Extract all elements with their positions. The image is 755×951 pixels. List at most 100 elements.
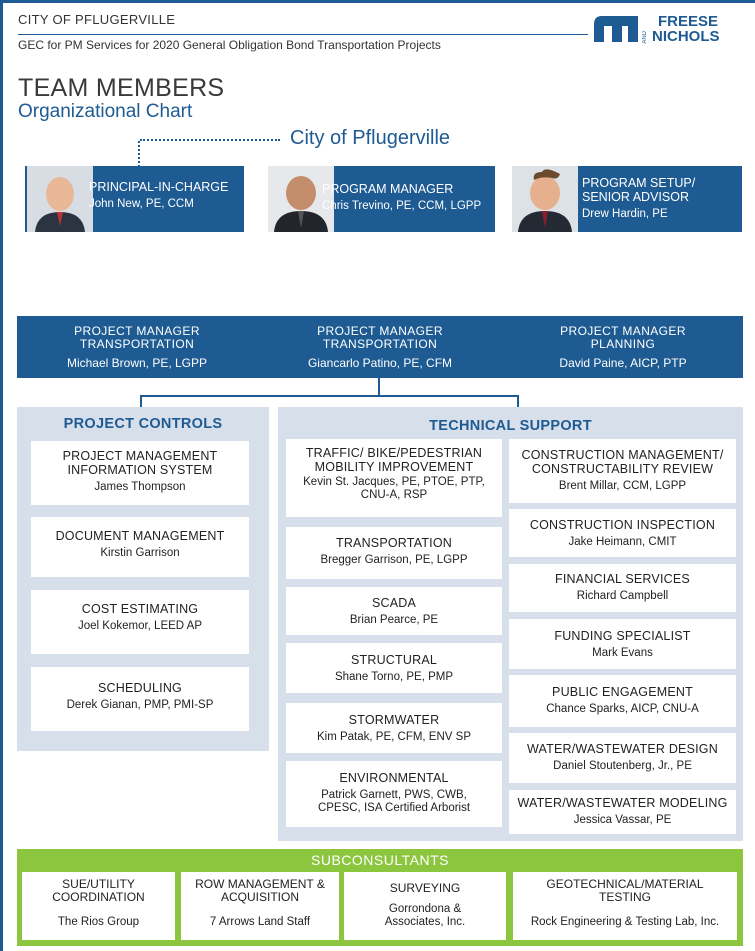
leader-name: Drew Hardin, PE — [582, 208, 668, 220]
header-city: CITY OF PFLUGERVILLE — [18, 12, 176, 27]
card-heading: FINANCIAL SERVICES — [555, 572, 690, 586]
leader-senior-advisor: PROGRAM SETUP/ SENIOR ADVISOR Drew Hardi… — [512, 166, 742, 232]
card-heading: WATER/WASTEWATER DESIGN — [527, 742, 718, 756]
card-heading: TRANSPORTATION — [335, 536, 452, 550]
card-name: Shane Torno, PE, PMP — [334, 671, 454, 683]
card-cost-estimating: COST ESTIMATING Joel Kokemor, LEED AP — [31, 590, 249, 654]
card-name: Mark Evans — [592, 647, 653, 659]
sub-card-name: The Rios Group — [57, 916, 140, 928]
card-stormwater: STORMWATER Kim Patak, PE, CFM, ENV SP — [286, 703, 502, 753]
card-name: Kirstin Garrison — [100, 547, 180, 559]
sub-card-surveying: SURVEYING Gorrondona & Associates, Inc. — [344, 872, 506, 940]
card-name-line2: CNU-A, RSP — [360, 489, 428, 501]
card-traffic: TRAFFIC/ BIKE/PEDESTRIAN MOBILITY IMPROV… — [286, 439, 502, 517]
project-controls-panel: PROJECT CONTROLS PROJECT MANAGEMENT INFO… — [17, 407, 269, 751]
card-scada: SCADA Brian Pearce, PE — [286, 587, 502, 635]
client-label: City of Pflugerville — [290, 127, 451, 149]
card-heading: DOCUMENT MANAGEMENT — [55, 529, 225, 543]
card-name: Chance Sparks, AICP, CNU-A — [546, 703, 699, 715]
sub-card-heading: ROW MANAGEMENT & — [195, 877, 325, 891]
sub-card-sue-utility: SUE/UTILITY COORDINATION The Rios Group — [22, 872, 175, 940]
header-rule — [18, 34, 588, 35]
card-name-line2: CPESC, ISA Certified Arborist — [317, 802, 471, 814]
sub-card-heading-line2: COORDINATION — [52, 890, 145, 904]
card-transportation: TRANSPORTATION Bregger Garrison, PE, LGP… — [286, 527, 502, 579]
card-heading: CONSTRUCTION MANAGEMENT/ — [521, 448, 724, 462]
project-manager-2: PROJECT MANAGER TRANSPORTATION Giancarlo… — [260, 325, 500, 370]
sub-card-name-line2: Associates, Inc. — [384, 916, 466, 928]
subconsultants-band: SUBCONSULTANTS SUE/UTILITY COORDINATION … — [17, 849, 743, 946]
project-managers-bar: PROJECT MANAGER TRANSPORTATION Michael B… — [17, 316, 743, 378]
card-heading: STRUCTURAL — [350, 653, 438, 667]
card-pmis: PROJECT MANAGEMENT INFORMATION SYSTEM Ja… — [31, 441, 249, 505]
card-heading: CONSTRUCTION INSPECTION — [529, 518, 716, 532]
sub-card-heading: SURVEYING — [389, 881, 461, 895]
freese-nichols-logo: FREESE AND NICHOLS — [592, 12, 742, 46]
pm-role-line2: PLANNING — [590, 337, 656, 351]
card-construction-management: CONSTRUCTION MANAGEMENT/ CONSTRUCTABILIT… — [509, 439, 736, 503]
sub-card-heading-line2: ACQUISITION — [220, 890, 299, 904]
card-heading: TRAFFIC/ BIKE/PEDESTRIAN — [305, 446, 483, 460]
connector-horizontal — [140, 395, 519, 397]
leader-role-line2: SENIOR ADVISOR — [582, 190, 689, 204]
card-name: Brian Pearce, PE — [349, 614, 439, 626]
project-manager-1: PROJECT MANAGER TRANSPORTATION Michael B… — [17, 325, 257, 370]
card-heading: WATER/WASTEWATER MODELING — [517, 796, 728, 810]
pm-role-line1: PROJECT MANAGER — [317, 324, 443, 338]
card-name: Derek Gianan, PMP, PMI-SP — [66, 699, 214, 711]
card-name: Jessica Vassar, PE — [573, 814, 672, 826]
card-document-management: DOCUMENT MANAGEMENT Kirstin Garrison — [31, 517, 249, 577]
card-heading: PROJECT MANAGEMENT — [62, 449, 218, 463]
card-name: Brent Millar, CCM, LGPP — [558, 480, 687, 492]
sub-card-heading: GEOTECHNICAL/MATERIAL — [546, 877, 704, 891]
card-name: Richard Campbell — [576, 590, 669, 602]
subconsultants-title: SUBCONSULTANTS — [311, 852, 449, 868]
card-heading: ENVIRONMENTAL — [339, 771, 449, 785]
connector-right-drop — [517, 395, 519, 407]
card-structural: STRUCTURAL Shane Torno, PE, PMP — [286, 643, 502, 693]
pm-role-line1: PROJECT MANAGER — [560, 324, 686, 338]
sub-card-name: 7 Arrows Land Staff — [209, 916, 311, 928]
senior-advisor-photo — [512, 166, 578, 232]
pm-role-line1: PROJECT MANAGER — [74, 324, 200, 338]
card-heading-line2: MOBILITY IMPROVEMENT — [314, 460, 474, 474]
pm-role-line2: TRANSPORTATION — [322, 337, 438, 351]
card-name: Daniel Stoutenberg, Jr., PE — [553, 760, 692, 772]
dotted-connector-h — [140, 139, 280, 141]
leader-name: Chris Trevino, PE, CCM, LGPP — [322, 200, 482, 212]
leader-role: PROGRAM MANAGER — [322, 182, 454, 196]
card-heading-line2: INFORMATION SYSTEM — [67, 463, 213, 477]
pm-name: Giancarlo Patino, PE, CFM — [307, 356, 453, 370]
card-funding-specialist: FUNDING SPECIALIST Mark Evans — [509, 619, 736, 669]
card-heading: SCADA — [371, 596, 417, 610]
header-subtitle: GEC for PM Services for 2020 General Obl… — [18, 38, 441, 52]
technical-support-title: TECHNICAL SUPPORT — [429, 418, 592, 434]
card-financial-services: FINANCIAL SERVICES Richard Campbell — [509, 564, 736, 612]
card-heading: PUBLIC ENGAGEMENT — [552, 685, 693, 699]
sub-card-heading-line2: TESTING — [598, 890, 651, 904]
page-subtitle: Organizational Chart — [18, 101, 193, 122]
pm-name: David Paine, AICP, PTP — [559, 356, 687, 370]
pm-name: Michael Brown, PE, LGPP — [66, 356, 208, 370]
card-name: Patrick Garnett, PWS, CWB, — [321, 789, 467, 801]
page-title: TEAM MEMBERS — [18, 74, 225, 102]
connector-stem — [378, 378, 380, 396]
leader-role: PRINCIPAL-IN-CHARGE — [89, 180, 229, 194]
card-environmental: ENVIRONMENTAL Patrick Garnett, PWS, CWB,… — [286, 761, 502, 827]
leader-principal: PRINCIPAL-IN-CHARGE John New, PE, CCM — [25, 166, 244, 232]
card-heading-line2: CONSTRUCTABILITY REVIEW — [531, 462, 714, 476]
sub-card-heading: SUE/UTILITY — [62, 877, 135, 891]
card-name: Kevin St. Jacques, PE, PTOE, PTP, — [303, 476, 485, 488]
project-manager-3: PROJECT MANAGER PLANNING David Paine, AI… — [503, 325, 743, 370]
card-water-wastewater-design: WATER/WASTEWATER DESIGN Daniel Stoutenbe… — [509, 733, 736, 783]
logo-mark-icon — [594, 16, 638, 42]
logo-text-top: FREESE — [658, 13, 719, 30]
card-name: Kim Patak, PE, CFM, ENV SP — [316, 731, 471, 743]
card-heading: FUNDING SPECIALIST — [554, 629, 691, 643]
connector-left-drop — [140, 395, 142, 407]
project-controls-title: PROJECT CONTROLS — [63, 416, 223, 432]
card-name: Bregger Garrison, PE, LGPP — [320, 554, 468, 566]
sub-card-name: Gorrondona & — [388, 903, 462, 915]
card-heading: COST ESTIMATING — [81, 602, 199, 616]
